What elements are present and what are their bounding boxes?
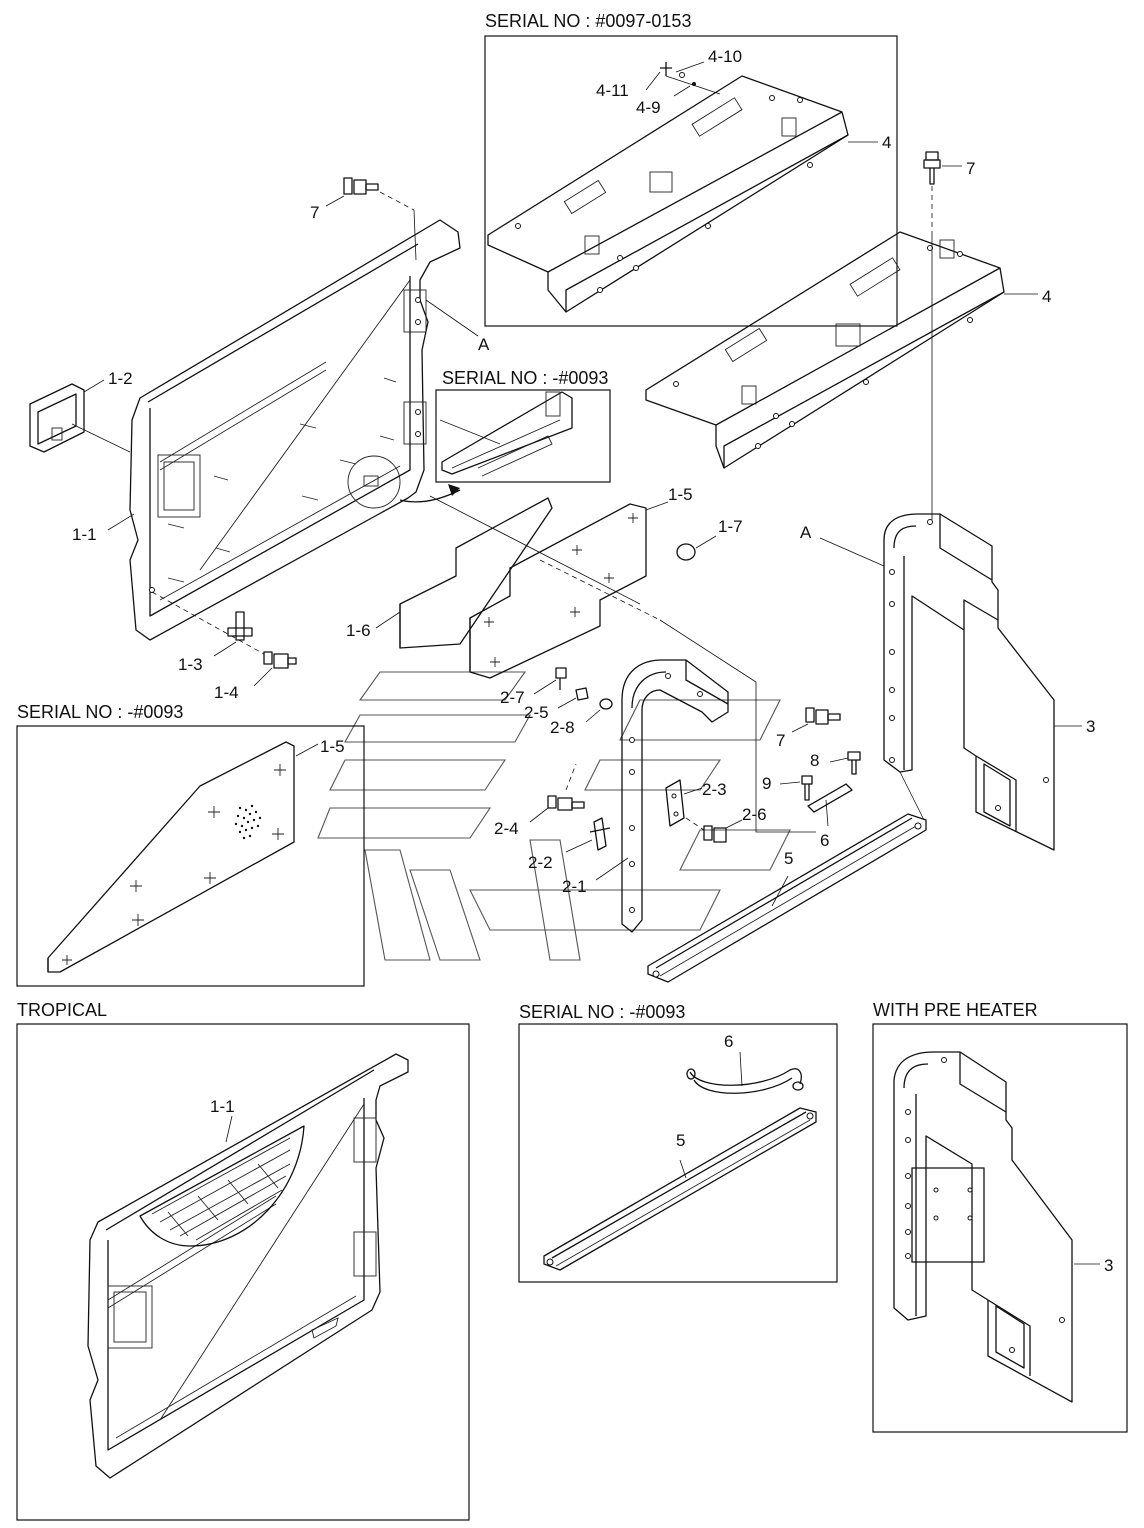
callout-5: 5 <box>784 849 793 868</box>
section-title-serial-0093-rail: SERIAL NO : -#0093 <box>519 1002 685 1022</box>
callout-2-4: 2-4 <box>494 819 519 838</box>
watermark-logo <box>317 671 791 961</box>
callout-4-main: 4 <box>1042 287 1051 306</box>
callout-4-11: 4-11 <box>596 81 629 100</box>
panel-serial-0093-frame: SERIAL NO : -#0093 <box>435 368 611 483</box>
callout-6-bottom: 6 <box>724 1032 733 1051</box>
callout-2-7: 2-7 <box>500 688 525 707</box>
callout-1-3: 1-3 <box>178 655 203 674</box>
callout-1-7: 1-7 <box>718 517 743 536</box>
section-title-tropical: TROPICAL <box>17 1000 107 1020</box>
section-title-with-pre-heater: WITH PRE HEATER <box>873 1000 1038 1020</box>
section-title-serial-0093-pad: SERIAL NO : -#0093 <box>17 702 183 722</box>
hood-side-3: 3 A <box>800 513 1095 851</box>
door-1-1: A 7 1-2 1-1 1-3 1-4 <box>29 177 490 702</box>
callout-1-5: 1-5 <box>668 485 693 504</box>
callout-A-1: A <box>478 335 490 354</box>
hood-frame-2-1: 2-1 2-7 2-5 2-8 2-4 2-2 2-3 <box>494 659 861 933</box>
callout-8: 8 <box>810 751 819 770</box>
callout-7-right: 7 <box>966 159 975 178</box>
callout-1-6: 1-6 <box>346 621 371 640</box>
callout-5-bottom: 5 <box>676 1131 685 1150</box>
callout-2-3: 2-3 <box>702 780 727 799</box>
section-title-serial-0093-frame: SERIAL NO : -#0093 <box>442 368 608 388</box>
callout-2-5: 2-5 <box>524 703 549 722</box>
callout-7-mid: 7 <box>776 731 785 750</box>
callout-A-2: A <box>800 523 812 542</box>
panel-tropical: TROPICAL 1-1 <box>16 1000 470 1521</box>
callout-6: 6 <box>820 831 829 850</box>
callout-1-4: 1-4 <box>214 683 239 702</box>
callout-1-1: 1-1 <box>72 525 97 544</box>
section-title-serial-0097-0153: SERIAL NO : #0097-0153 <box>485 11 691 31</box>
callout-2-8: 2-8 <box>550 718 575 737</box>
panel-serial-0093-pad: SERIAL NO : -#0093 1-5 <box>16 702 365 987</box>
rail-5: 5 <box>647 771 927 983</box>
callout-7-top: 7 <box>310 203 319 222</box>
tropical-vent-screen <box>139 1125 305 1247</box>
callout-1-1-tropical: 1-1 <box>210 1097 235 1116</box>
insulation-pads: 1-6 1-5 1-7 <box>346 485 816 833</box>
panel-serial-0093-rail: SERIAL NO : -#0093 6 5 <box>518 1002 838 1283</box>
panel-serial-0097-0153: SERIAL NO : #0097-0153 4-10 4-11 4-9 4 <box>484 11 898 327</box>
callout-3: 3 <box>1086 717 1095 736</box>
callout-1-5-inset: 1-5 <box>320 737 345 756</box>
callout-2-1: 2-1 <box>562 877 587 896</box>
bracket-4-main: 4 7 <box>645 151 1051 520</box>
vent-hole-pattern <box>234 804 262 840</box>
panel-with-pre-heater: WITH PRE HEATER 3 <box>872 1000 1128 1433</box>
callout-4-9: 4-9 <box>636 98 661 117</box>
callout-2-6: 2-6 <box>742 805 767 824</box>
callout-9: 9 <box>762 774 771 793</box>
callout-2-2: 2-2 <box>528 853 553 872</box>
callout-1-2: 1-2 <box>108 369 133 388</box>
callout-4-top: 4 <box>882 133 891 152</box>
callout-4-10: 4-10 <box>708 47 742 66</box>
callout-3-heater: 3 <box>1104 1256 1113 1275</box>
